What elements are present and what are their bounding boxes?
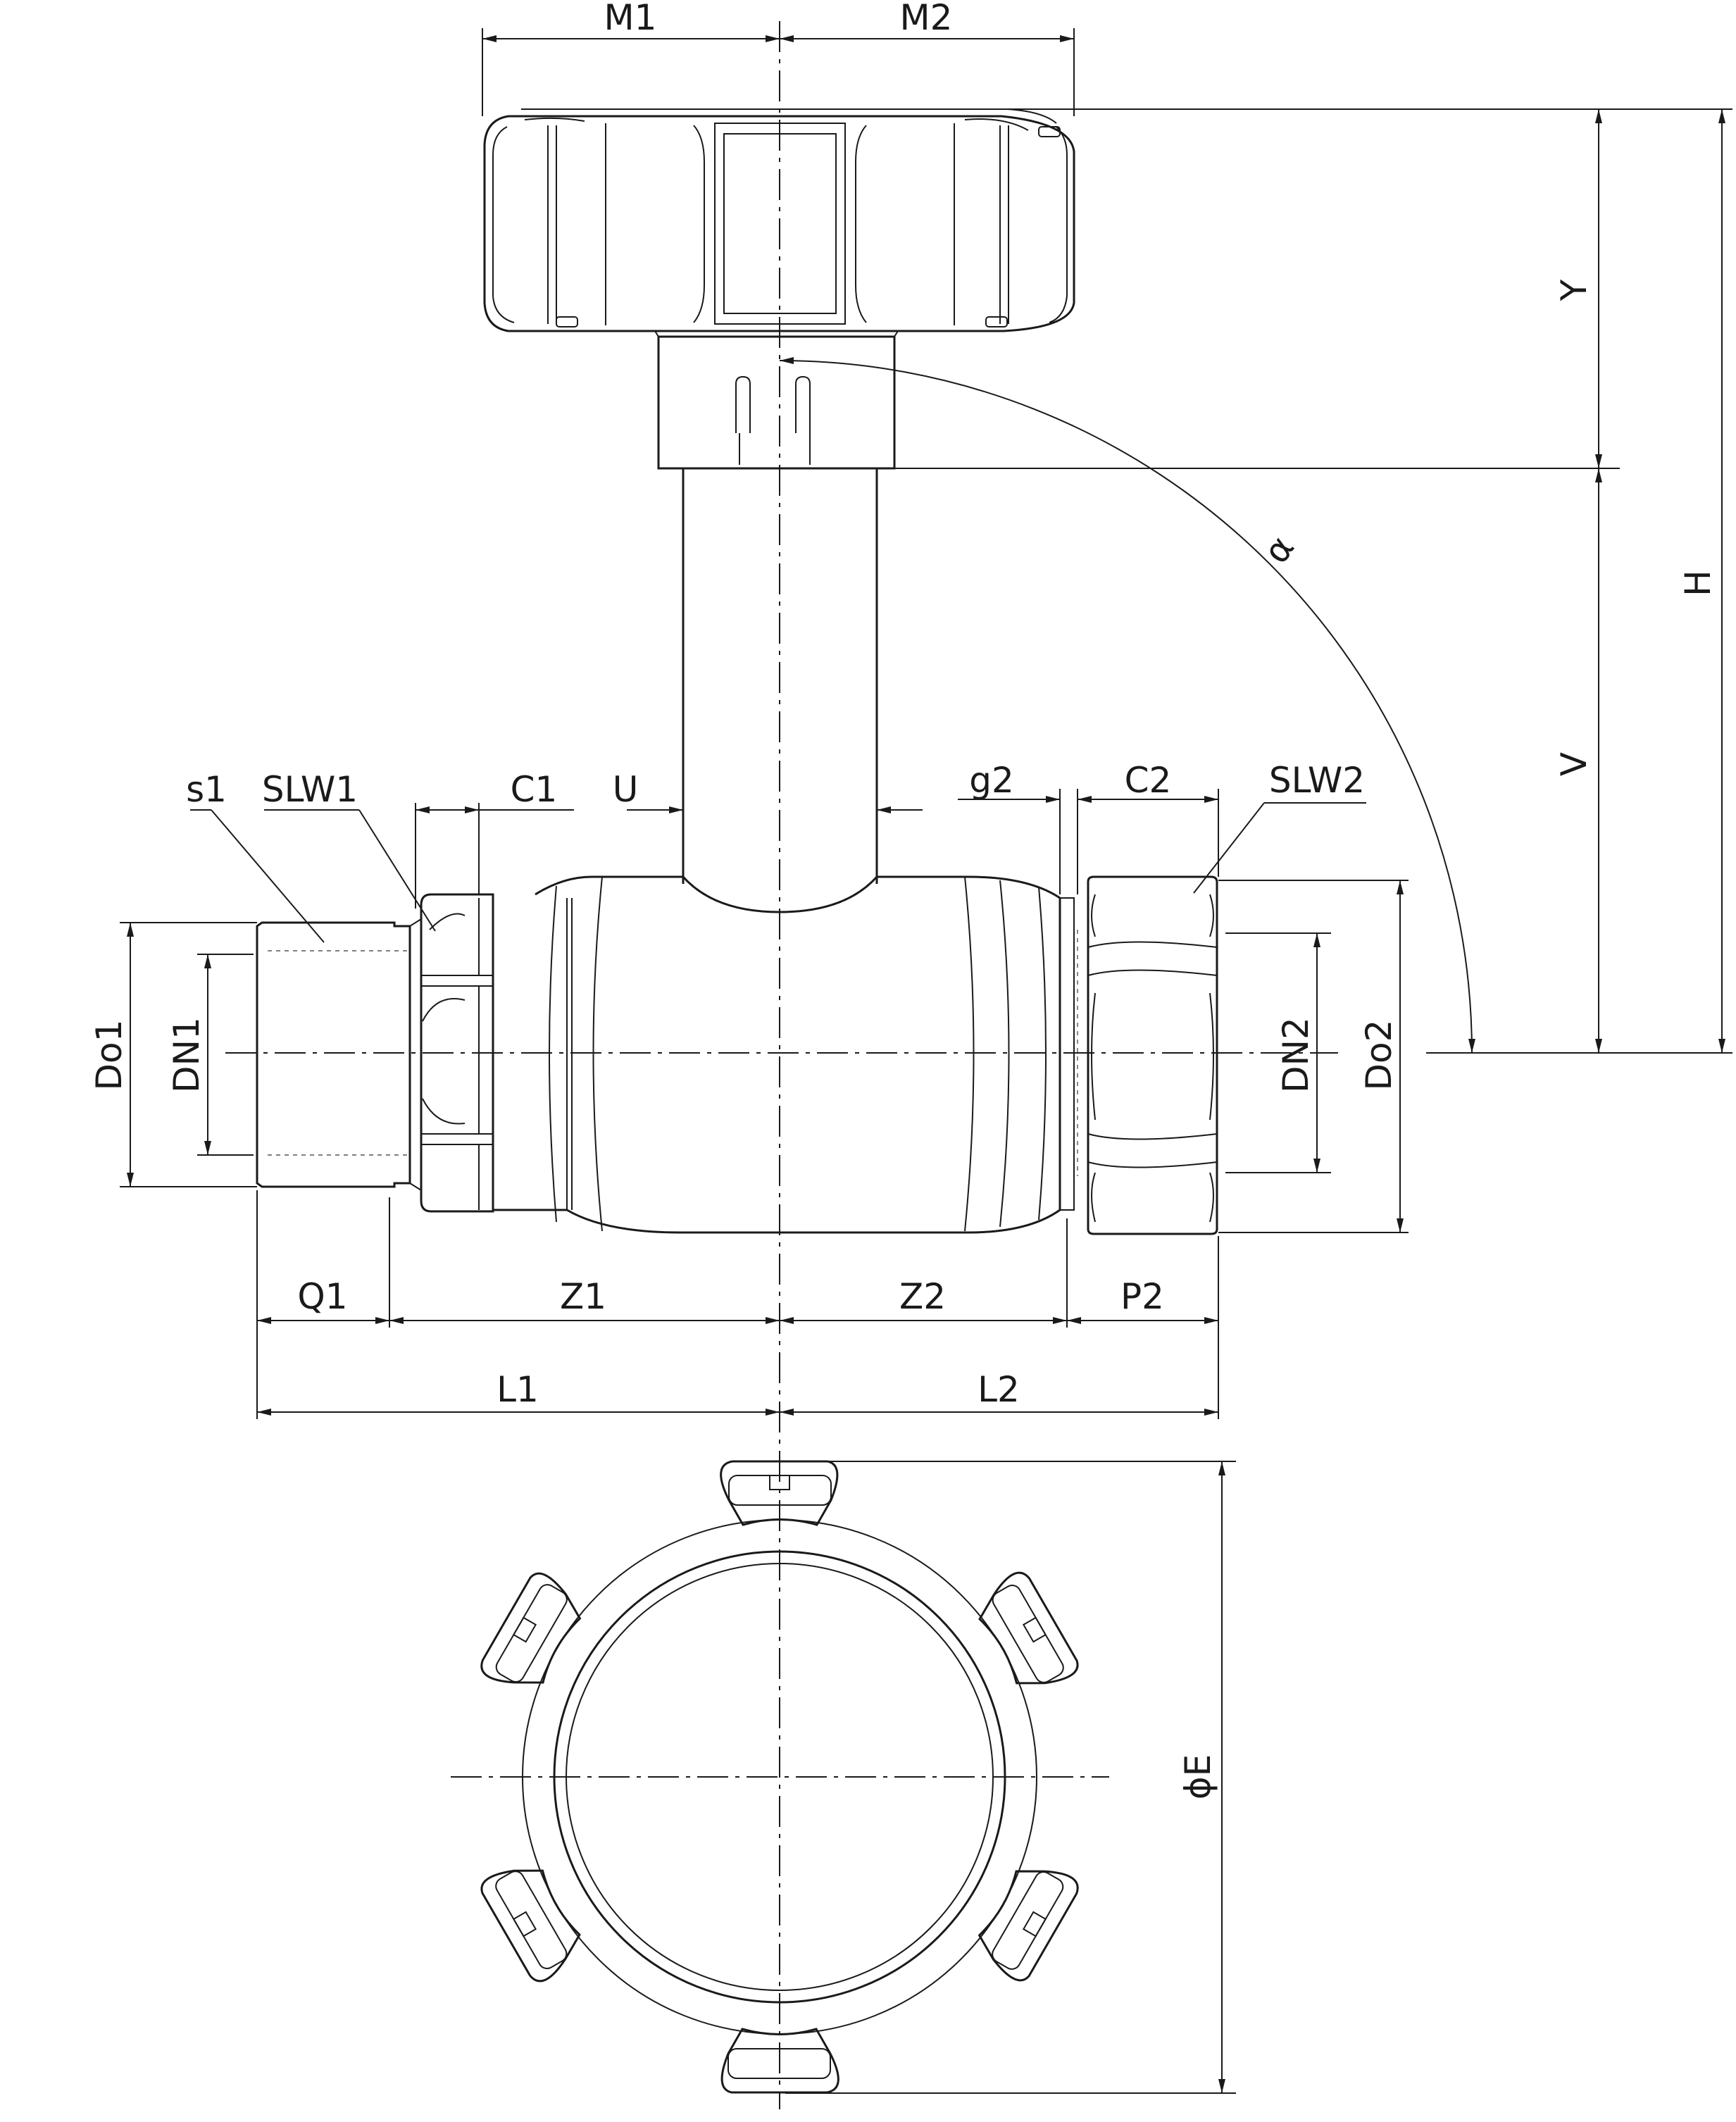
handwheel-top-view xyxy=(480,1460,1079,2094)
label-z1: Z1 xyxy=(560,1276,606,1317)
label-slw1: SLW1 xyxy=(262,769,358,810)
label-p2: P2 xyxy=(1120,1276,1164,1317)
valve-body xyxy=(256,875,1218,1235)
label-u: U xyxy=(613,769,639,810)
label-q1: Q1 xyxy=(297,1276,347,1317)
stem xyxy=(654,330,899,884)
label-z2: Z2 xyxy=(899,1276,946,1317)
label-do2: Do2 xyxy=(1359,1020,1399,1091)
label-dn1: DN1 xyxy=(166,1017,207,1093)
label-v: V xyxy=(1554,752,1594,776)
label-slw2: SLW2 xyxy=(1269,760,1365,801)
dimension-labels: M1 M2 Y V H α s1 SLW1 C1 U g2 C2 SLW2 Do… xyxy=(89,0,1718,1799)
label-m2: M2 xyxy=(900,0,953,38)
label-g2: g2 xyxy=(969,760,1014,801)
label-dn2: DN2 xyxy=(1275,1017,1316,1093)
label-l1: L1 xyxy=(497,1369,539,1410)
label-do1: Do1 xyxy=(89,1020,130,1091)
center-lines xyxy=(225,21,1338,2109)
label-alpha: α xyxy=(1256,528,1302,570)
label-y: Y xyxy=(1554,279,1594,301)
label-m1: M1 xyxy=(604,0,657,38)
label-c2: C2 xyxy=(1125,760,1172,801)
label-l2: L2 xyxy=(978,1369,1020,1410)
label-s1: s1 xyxy=(186,769,227,810)
label-h: H xyxy=(1678,570,1718,597)
label-e: ϕE xyxy=(1178,1754,1218,1800)
handwheel-side-view xyxy=(483,108,1075,332)
label-c1: C1 xyxy=(511,769,558,810)
dimension-lines xyxy=(120,28,1732,2094)
